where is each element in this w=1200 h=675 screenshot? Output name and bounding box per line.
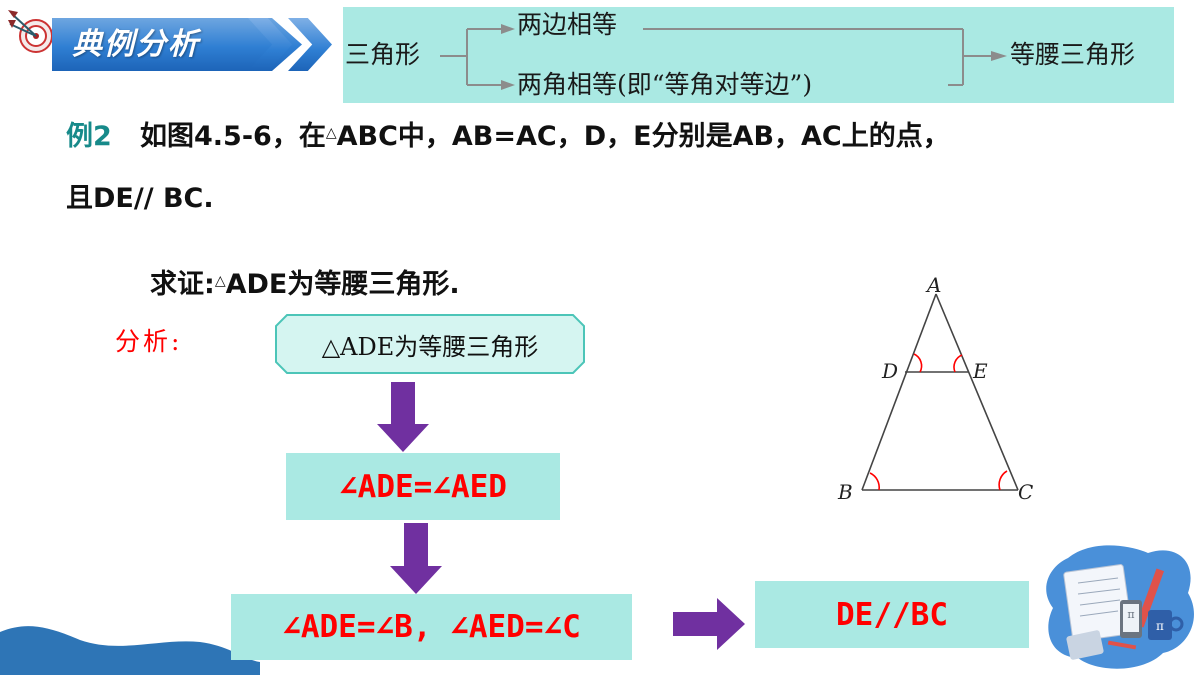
triangle-symbol: △ bbox=[325, 125, 337, 141]
arrow-right-icon bbox=[673, 598, 745, 650]
svg-text:π: π bbox=[1127, 608, 1134, 621]
triangle-symbol: △ bbox=[214, 273, 226, 289]
analysis-label: 分析: bbox=[115, 327, 183, 356]
problem-line-1: 例2 如图4.5-6，在△ABC中，AB=AC，D，E分别是AB，AC上的点， bbox=[66, 114, 950, 153]
target-dart-icon bbox=[8, 10, 53, 53]
step-box-2: ∠ADE=∠B, ∠AED=∠C bbox=[231, 594, 632, 660]
prove-prefix: 求证: bbox=[150, 269, 215, 300]
step-box-1: ∠ADE=∠AED bbox=[286, 453, 560, 520]
condition-box: DE//BC bbox=[755, 581, 1029, 648]
concept-root: 三角形 bbox=[345, 40, 421, 69]
concept-branch-top: 两边相等 bbox=[517, 10, 618, 39]
vertex-label-a: A bbox=[927, 273, 942, 297]
vertex-label-c: C bbox=[1018, 480, 1034, 504]
vertex-label-b: B bbox=[838, 480, 853, 504]
problem-text-a: 如图4.5-6，在 bbox=[140, 121, 326, 152]
problem-line-2: 且DE// BC. bbox=[66, 183, 214, 214]
arrow-down-icon bbox=[390, 523, 442, 595]
math-illustration-icon: π π bbox=[1046, 545, 1194, 669]
section-title: 典例分析 bbox=[72, 27, 200, 62]
prove-body: ADE为等腰三角形. bbox=[225, 269, 460, 300]
concept-connector-lines bbox=[440, 24, 1007, 90]
arrow-down-icon bbox=[377, 382, 429, 452]
problem-text-b: ABC中，AB=AC，D，E分别是AB，AC上的点， bbox=[336, 121, 950, 152]
example-tag: 例2 bbox=[66, 121, 112, 152]
concept-branch-bottom: 两角相等(即“等角对等边”) bbox=[517, 70, 813, 99]
vertex-label-d: D bbox=[882, 359, 899, 383]
triangle-figure bbox=[861, 293, 1019, 491]
vertex-label-e: E bbox=[973, 359, 988, 383]
concept-result: 等腰三角形 bbox=[1010, 40, 1136, 69]
concept-map bbox=[343, 7, 1174, 103]
prove-statement: 求证:△ADE为等腰三角形. bbox=[150, 262, 460, 301]
svg-text:π: π bbox=[1156, 619, 1164, 633]
wave-decoration bbox=[0, 626, 260, 675]
goal-box-border bbox=[275, 314, 585, 374]
